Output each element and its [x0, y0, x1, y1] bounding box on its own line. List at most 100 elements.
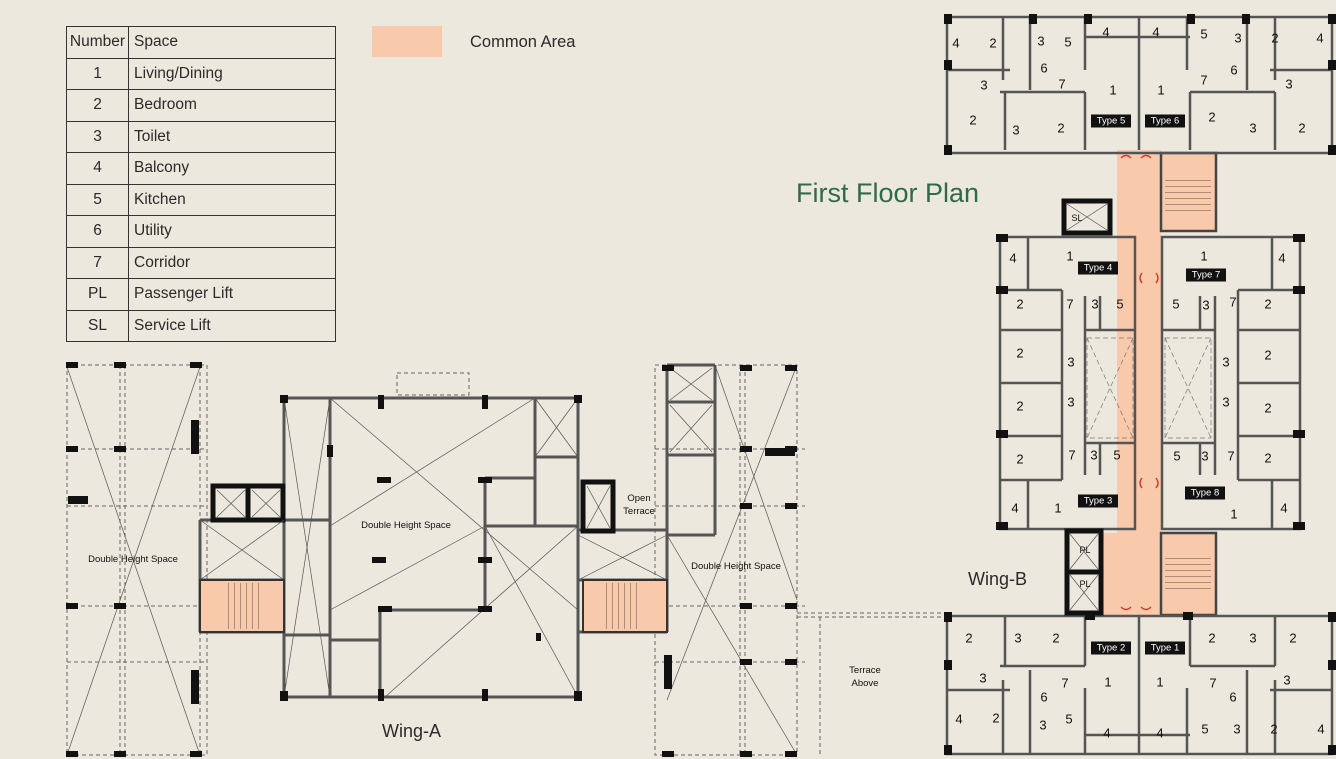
legend-space: Utility: [128, 215, 336, 248]
room-toilet: 3: [1067, 394, 1075, 410]
room-utility: 6: [1229, 689, 1237, 705]
plan-title: First Floor Plan: [796, 178, 980, 208]
legend-space: Service Lift: [128, 309, 336, 342]
room-toilet: 3: [1012, 122, 1020, 138]
legend-header-row: Number Space: [66, 26, 336, 59]
legend-space: Passenger Lift: [128, 278, 336, 311]
legend-number: 1: [66, 57, 129, 90]
room-bedroom: 2: [1057, 120, 1065, 136]
room-bedroom: 2: [1264, 347, 1272, 363]
common-area-label: Common Area: [470, 33, 576, 51]
room-balcony: 4: [1152, 24, 1160, 40]
room-kitchen: 5: [1116, 296, 1124, 312]
room-bedroom: 2: [1016, 345, 1024, 361]
unit-type-1-tag: Type 1: [1145, 641, 1185, 655]
room-bedroom: 2: [992, 710, 1000, 726]
room-bedroom: 2: [989, 35, 997, 51]
room-balcony: 4: [952, 35, 960, 51]
legend-number: SL: [66, 309, 129, 342]
legend-space: Corridor: [128, 246, 336, 279]
room-toilet: 3: [1014, 630, 1022, 646]
unit-type-3-tag: Type 3: [1078, 494, 1118, 508]
room-toilet: 3: [1090, 447, 1098, 463]
room-toilet: 3: [1222, 354, 1230, 370]
room-toilet: 3: [1091, 296, 1099, 312]
room-balcony: 4: [1316, 30, 1324, 46]
room-balcony: 4: [1156, 725, 1164, 741]
room-bedroom: 2: [1208, 109, 1216, 125]
room-kitchen: 5: [1113, 447, 1121, 463]
room-bedroom: 2: [1289, 630, 1297, 646]
room-kitchen: 5: [1172, 296, 1180, 312]
legend-header-space: Space: [128, 26, 336, 59]
room-toilet: 3: [1067, 354, 1075, 370]
legend-number: 7: [66, 246, 129, 279]
room-living: 1: [1109, 82, 1117, 98]
room-kitchen: 5: [1201, 721, 1209, 737]
room-bedroom: 2: [1208, 630, 1216, 646]
room-corridor: 7: [1066, 296, 1074, 312]
legend-space: Balcony: [128, 152, 336, 185]
room-bedroom: 2: [1264, 296, 1272, 312]
room-bedroom: 2: [1016, 451, 1024, 467]
room-toilet: 3: [1249, 630, 1257, 646]
room-balcony: 4: [1317, 721, 1325, 737]
room-utility: 6: [1040, 689, 1048, 705]
room-toilet: 3: [1285, 76, 1293, 92]
room-balcony: 4: [955, 711, 963, 727]
room-toilet: 3: [1283, 672, 1291, 688]
room-kitchen: 5: [1173, 448, 1181, 464]
room-living: 1: [1157, 82, 1165, 98]
unit-type-2-tag: Type 2: [1091, 641, 1131, 655]
room-corridor: 7: [1229, 294, 1237, 310]
wing-a-label: Wing-A: [382, 721, 442, 741]
open-terrace-label-2: Terrace: [623, 506, 655, 517]
unit-type-4-tag: Type 4: [1078, 261, 1118, 275]
room-bedroom: 2: [1298, 120, 1306, 136]
room-toilet: 3: [1201, 448, 1209, 464]
wing-a-plan: [66, 362, 945, 757]
legend-number: 3: [66, 120, 129, 153]
room-balcony: 4: [1103, 725, 1111, 741]
room-balcony: 4: [1011, 500, 1019, 516]
room-living: 1: [1200, 248, 1208, 264]
room-utility: 6: [1230, 62, 1238, 78]
passenger-lift-label-2: PL: [1079, 579, 1091, 589]
terrace-above-label-1: Terrace: [849, 665, 881, 676]
room-toilet: 3: [1202, 297, 1210, 313]
legend-space: Bedroom: [128, 89, 336, 122]
legend-space: Living/Dining: [128, 57, 336, 90]
unit-type-7-tag: Type 7: [1186, 268, 1226, 282]
room-bedroom: 2: [1016, 296, 1024, 312]
room-kitchen: 5: [1065, 711, 1073, 727]
room-bedroom: 2: [965, 630, 973, 646]
room-balcony: 4: [1102, 24, 1110, 40]
room-balcony: 4: [1280, 500, 1288, 516]
terrace-above-label-2: Above: [851, 678, 879, 689]
legend-number: PL: [66, 278, 129, 311]
legend-header-number: Number: [66, 26, 129, 59]
room-balcony: 4: [1009, 250, 1017, 266]
room-bedroom: 2: [969, 112, 977, 128]
room-utility: 6: [1040, 60, 1048, 76]
legend-space: Toilet: [128, 120, 336, 153]
room-toilet: 3: [979, 670, 987, 686]
room-toilet: 3: [1234, 30, 1242, 46]
room-balcony: 4: [1278, 250, 1286, 266]
open-terrace-label-1: Open: [627, 493, 651, 504]
room-corridor: 7: [1061, 675, 1069, 691]
room-bedroom: 2: [1270, 721, 1278, 737]
wing-a-left-space-label: Double Height Space: [88, 554, 178, 565]
room-corridor: 7: [1058, 76, 1066, 92]
room-toilet: 3: [1222, 394, 1230, 410]
service-lift-label: SL: [1071, 213, 1083, 223]
